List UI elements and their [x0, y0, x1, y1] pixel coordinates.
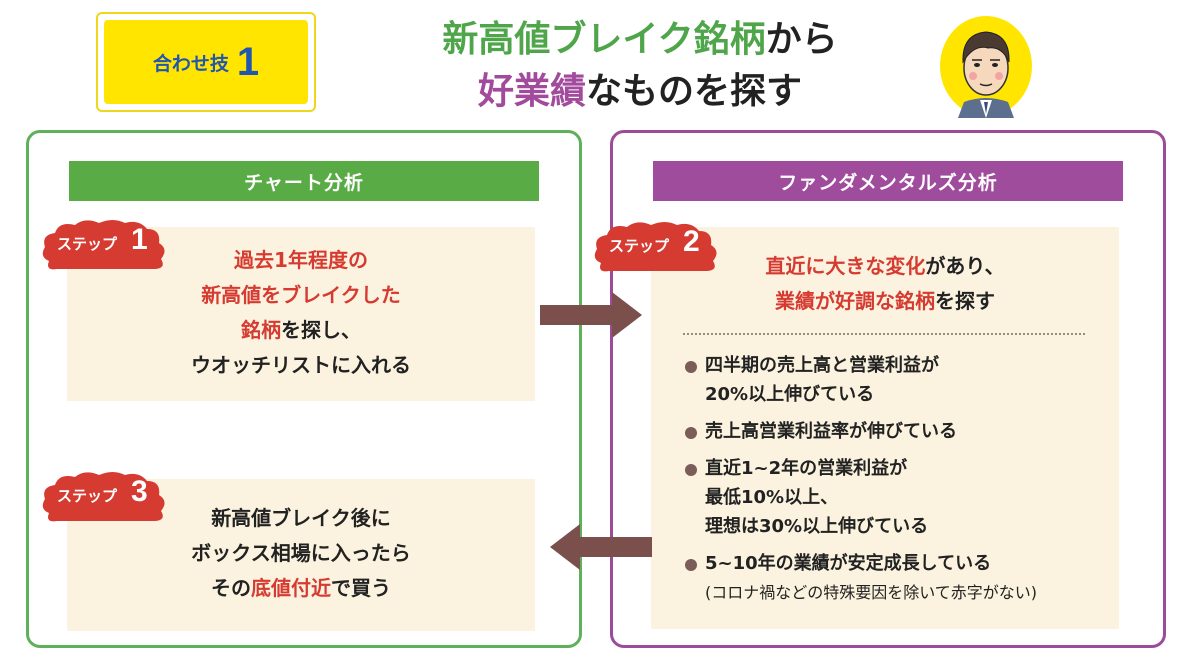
badge-number: 1: [236, 39, 260, 84]
criteria-item: 直近1~2年の営業利益が 最低10%以上、 理想は30%以上伸びている: [685, 454, 1109, 541]
step3-line3-pre: その: [211, 576, 251, 600]
criteria-item-1-line2: 20%以上伸びている: [705, 384, 875, 405]
step2-cloud-icon: [594, 222, 717, 272]
title-highlight-green: 新高値ブレイク銘柄: [442, 19, 766, 60]
step2-line1-rest: があり、: [925, 254, 1005, 278]
step1-line1: 過去1年程度の: [234, 248, 368, 272]
step3-line3-post: で買う: [331, 576, 391, 600]
step1-cloud-icon: [42, 220, 165, 270]
badge-inner: 合わせ技 1: [104, 20, 308, 104]
step3-text: 新高値ブレイク後に ボックス相場に入ったら その底値付近で買う: [67, 501, 535, 606]
arrow-left-icon: [550, 524, 652, 570]
title-line-2: 好業績なものを探す: [340, 66, 940, 118]
man-face-icon: [936, 10, 1036, 118]
step2-tag: ステップ 2: [591, 219, 723, 277]
step1-tag-number: 1: [131, 223, 148, 256]
fundamental-analysis-panel: ファンダメンタルズ分析 直近に大きな変化があり、 業績が好調な銘柄を探す 四半期…: [594, 130, 1166, 648]
step2-line2-red: 業績が好調な銘柄: [775, 289, 935, 313]
step3-line3: その底値付近で買う: [67, 571, 535, 606]
step1-line4: ウオッチリストに入れる: [191, 353, 411, 377]
step2-tag-label: ステップ: [609, 237, 670, 255]
step2-line1: 直近に大きな変化があり、: [651, 249, 1119, 284]
dotted-divider: [683, 333, 1085, 335]
step2-tag-number: 2: [683, 225, 700, 258]
step1-line3: 銘柄を探し、: [67, 313, 535, 348]
step1-line2: 新高値をブレイクした: [201, 283, 401, 307]
criteria-item: 5~10年の業績が安定成長している (コロナ禍などの特殊要因を除いて赤字がない): [685, 549, 1109, 607]
title-line1-rest: から: [765, 19, 838, 60]
step2-card: 直近に大きな変化があり、 業績が好調な銘柄を探す 四半期の売上高と営業利益が 2…: [651, 227, 1119, 629]
criteria-item-4-note: (コロナ禍などの特殊要因を除いて赤字がない): [705, 583, 1038, 602]
step1-tag: ステップ 1: [39, 217, 171, 275]
step2-line1-red: 直近に大きな変化: [765, 254, 926, 278]
chart-analysis-header: チャート分析: [69, 161, 539, 201]
criteria-item-3-line2: 最低10%以上、: [705, 487, 839, 508]
title-highlight-purple: 好業績: [477, 71, 586, 112]
step1-line3-red: 銘柄: [241, 318, 281, 342]
criteria-item-1-line1: 四半期の売上高と営業利益が: [705, 355, 939, 376]
step2-line2: 業績が好調な銘柄を探す: [651, 284, 1119, 319]
step2-line2-rest: を探す: [935, 289, 995, 313]
chart-analysis-panel: チャート分析 過去1年程度の 新高値をブレイクした 銘柄を探し、 ウオッチリスト…: [26, 130, 582, 648]
title-line2-rest: なものを探す: [586, 71, 803, 112]
badge: 合わせ技 1: [96, 12, 316, 112]
step1-tag-label: ステップ: [57, 235, 118, 253]
title-line-1: 新高値ブレイク銘柄から: [340, 14, 940, 66]
step3-tag-number: 3: [131, 475, 148, 508]
criteria-item-3-line3: 理想は30%以上伸びている: [705, 516, 929, 537]
step3-line2: ボックス相場に入ったら: [191, 541, 411, 565]
criteria-list: 四半期の売上高と営業利益が 20%以上伸びている 売上高営業利益率が伸びている …: [685, 351, 1109, 615]
criteria-item-4-line1: 5~10年の業績が安定成長している: [705, 553, 992, 574]
step3-line3-red: 底値付近: [251, 576, 331, 600]
criteria-item: 売上高営業利益率が伸びている: [685, 417, 1109, 446]
page-title: 新高値ブレイク銘柄から 好業績なものを探す: [340, 14, 940, 118]
arrow-right-icon: [540, 292, 642, 338]
criteria-item-3-line1: 直近1~2年の営業利益が: [705, 458, 908, 479]
badge-text: 合わせ技: [152, 52, 229, 75]
criteria-item-2-line1: 売上高営業利益率が伸びている: [705, 421, 957, 442]
step1-card: 過去1年程度の 新高値をブレイクした 銘柄を探し、 ウオッチリストに入れる: [67, 227, 535, 401]
step2-text: 直近に大きな変化があり、 業績が好調な銘柄を探す: [651, 249, 1119, 319]
fundamental-analysis-header: ファンダメンタルズ分析: [653, 161, 1123, 201]
step3-line1: 新高値ブレイク後に: [211, 506, 391, 530]
criteria-item: 四半期の売上高と営業利益が 20%以上伸びている: [685, 351, 1109, 409]
step1-line3-rest: を探し、: [281, 318, 361, 342]
step3-tag-label: ステップ: [57, 487, 118, 505]
step1-text: 過去1年程度の 新高値をブレイクした 銘柄を探し、 ウオッチリストに入れる: [67, 243, 535, 383]
step3-cloud-icon: [42, 472, 165, 522]
step3-tag: ステップ 3: [39, 469, 171, 527]
